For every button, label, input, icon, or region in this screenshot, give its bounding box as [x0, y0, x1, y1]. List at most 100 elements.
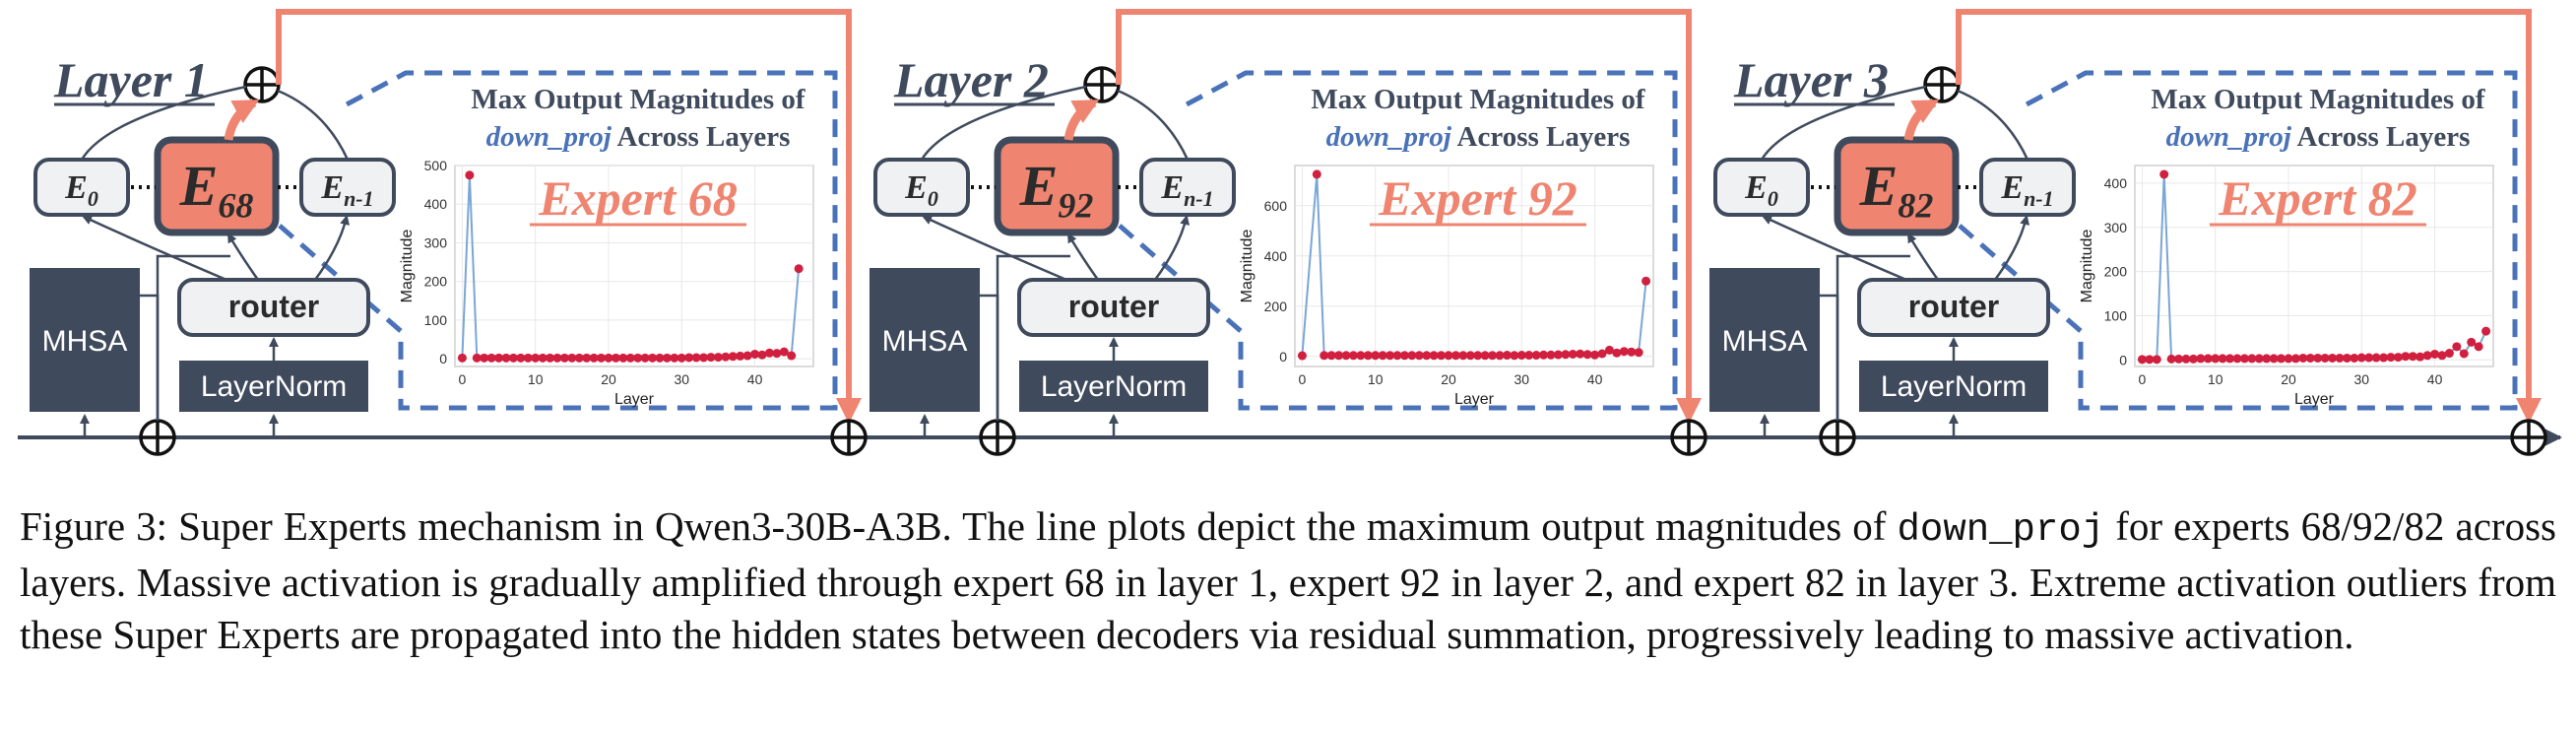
x-tick-label: 0	[459, 371, 467, 387]
data-point	[2284, 354, 2293, 364]
data-point	[2342, 353, 2351, 363]
layernorm-block: LayerNorm	[1859, 361, 2048, 412]
x-tick-label: 10	[1368, 371, 1384, 387]
data-point	[1312, 169, 1321, 179]
data-point	[736, 351, 745, 361]
super-expert-output-arrow	[1063, 99, 1100, 141]
mhsa-block: MHSA	[869, 268, 980, 412]
chart-title-line-2: down_proj Across Layers	[1326, 121, 1631, 153]
data-point	[1363, 351, 1373, 361]
y-tick-label: 400	[2104, 175, 2128, 191]
router-box: router	[177, 278, 370, 337]
mhsa-output-line	[1820, 294, 1839, 437]
layernorm-label: LayerNorm	[201, 370, 347, 403]
data-point	[1348, 351, 1358, 361]
callout-dashed-box	[1936, 70, 2518, 411]
data-point	[2277, 354, 2286, 364]
data-point	[1576, 349, 1585, 359]
data-point	[684, 353, 694, 363]
data-point	[574, 353, 584, 363]
data-point	[2364, 353, 2374, 363]
expert-box-e0-label: E0	[1744, 169, 1778, 211]
data-point	[625, 353, 635, 363]
data-point	[480, 353, 489, 363]
x-tick-label: 30	[2353, 371, 2369, 387]
x-tick-label: 20	[2281, 371, 2296, 387]
data-point	[2290, 354, 2300, 364]
layer-label: Layer 2	[893, 52, 1049, 107]
residual-add-top	[243, 66, 281, 103]
y-tick-label: 300	[424, 234, 448, 250]
en-output-line	[1957, 89, 2029, 161]
mhsa-output-line	[980, 294, 999, 437]
y-tick-label: 0	[2119, 352, 2127, 367]
x-tick-label: 0	[2139, 371, 2147, 387]
plot-area	[454, 165, 814, 367]
data-point	[1356, 351, 1366, 361]
router-box: router	[1017, 278, 1210, 337]
data-point	[655, 353, 665, 363]
data-point	[1582, 350, 1592, 360]
data-point	[772, 349, 782, 359]
router-label: router	[228, 289, 319, 324]
data-point	[1502, 351, 1512, 361]
data-point	[1539, 350, 1549, 360]
data-point	[1590, 350, 1600, 360]
data-point	[1597, 349, 1607, 359]
y-axis-label: Magnitude	[1239, 230, 1256, 303]
data-point	[2211, 354, 2221, 364]
data-point	[794, 264, 804, 274]
expert-box-en-label: En-1	[320, 169, 373, 211]
y-tick-label: 600	[1264, 198, 1288, 214]
router-to-en-arrow	[1993, 215, 2030, 281]
data-point	[691, 353, 701, 363]
data-point	[757, 350, 767, 360]
figure-caption: Figure 3: Super Experts mechanism in Qwe…	[20, 500, 2556, 661]
router-to-super-expert-arrow	[1906, 233, 1940, 281]
data-point	[501, 353, 511, 363]
callout-dashed-box	[256, 70, 838, 411]
data-point	[662, 353, 672, 363]
data-point	[1642, 276, 1651, 286]
data-point	[1334, 351, 1344, 361]
data-point	[1458, 351, 1468, 361]
data-point	[2356, 353, 2366, 363]
data-point	[618, 353, 628, 363]
plot-area	[2134, 165, 2494, 367]
data-point	[2474, 342, 2483, 352]
layernorm-block: LayerNorm	[179, 361, 368, 412]
data-point	[1568, 350, 1578, 360]
data-point	[2444, 349, 2454, 359]
residual-add-mhsa	[979, 419, 1016, 456]
data-point	[2262, 354, 2272, 364]
data-point	[1297, 351, 1307, 361]
e0-output-line	[80, 85, 247, 161]
router-label: router	[1068, 289, 1159, 324]
x-tick-label: 30	[1513, 371, 1529, 387]
data-point	[1385, 351, 1395, 361]
chart-title-line-2: down_proj Across Layers	[2166, 121, 2471, 153]
data-point	[1399, 351, 1409, 361]
en-output-line	[277, 89, 350, 161]
data-point	[2247, 354, 2257, 364]
data-point	[589, 353, 599, 363]
data-point	[1553, 350, 1563, 360]
data-point	[779, 347, 789, 357]
data-point	[552, 353, 562, 363]
residual-add-top	[1083, 66, 1121, 103]
mhsa-residual-up-line	[156, 254, 230, 421]
data-point	[728, 352, 738, 362]
data-point	[1612, 348, 1622, 358]
expert-overlay-label: Expert 68	[538, 170, 737, 226]
data-point	[1516, 351, 1526, 361]
expert-box-e0: E0	[1713, 158, 1810, 217]
data-point	[2313, 353, 2323, 363]
y-tick-label: 0	[1279, 349, 1287, 365]
data-point	[670, 353, 679, 363]
data-point	[1320, 351, 1329, 361]
data-point	[2269, 354, 2279, 364]
layer-label: Layer 3	[1733, 52, 1889, 107]
